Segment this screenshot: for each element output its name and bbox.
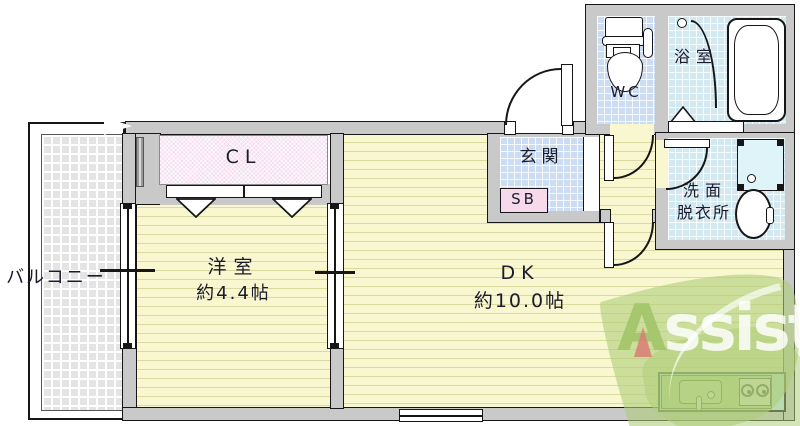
pan-corner-icon — [738, 184, 744, 190]
window-cut-mark — [100, 269, 155, 272]
washroom-label-line1: 洗面 — [682, 181, 727, 200]
entrance-step — [583, 137, 600, 211]
front-door-swing-icon — [505, 68, 561, 125]
bath-threshold — [668, 121, 744, 133]
window-cap — [123, 203, 132, 209]
washroom-label-line2: 脱衣所 — [676, 203, 731, 222]
closet-door-swing-icon — [272, 198, 312, 218]
western-room-area: 約4.4帖 — [196, 283, 271, 304]
balcony-label: バルコニー — [6, 267, 106, 288]
dk-area: 約10.0帖 — [473, 290, 567, 312]
wall-hall-a — [600, 209, 611, 223]
door-cut-mark — [315, 271, 355, 274]
wall-top-left — [125, 121, 505, 135]
toilet-bowl-icon — [607, 52, 643, 92]
washing-machine-pan-icon — [737, 139, 784, 191]
pan-corner-icon — [777, 140, 783, 146]
logo-letters-rest: ssist — [663, 292, 800, 366]
closet-area — [159, 135, 328, 185]
pan-corner-icon — [738, 140, 744, 146]
closet-door-swing-icon — [176, 198, 216, 218]
washroom-door-leaf — [664, 139, 710, 148]
washroom-door-opening — [656, 140, 668, 188]
drain-icon — [747, 174, 756, 183]
partition-door-rail — [334, 203, 336, 349]
shoe-box: SB — [500, 188, 548, 213]
balcony-window-rail — [127, 203, 129, 349]
western-room-label: 洋室 — [207, 256, 260, 278]
door-cap — [330, 343, 339, 349]
toilet-control-panel-icon — [643, 28, 653, 58]
wc-door-opening — [610, 124, 654, 135]
room-western-floor — [137, 198, 330, 409]
shoe-box-label: SB — [511, 190, 537, 208]
vanity-sink-icon — [735, 189, 772, 239]
wall-break-arrow-icon — [104, 117, 132, 135]
closet-label: CL — [225, 146, 262, 168]
pan-corner-icon — [777, 184, 783, 190]
window-cap — [123, 343, 132, 349]
front-door-leaf — [561, 64, 573, 126]
shower-fitting-icon — [677, 18, 687, 28]
vanity-faucet-icon — [766, 207, 774, 224]
pipe-duct — [136, 137, 144, 187]
kitchen-window-rail — [399, 414, 483, 417]
logo-red-accent-icon — [634, 327, 652, 357]
dk-label: DK — [500, 262, 540, 284]
wc-label: WC — [610, 83, 642, 101]
door-cap — [330, 203, 339, 209]
logo-wordmark: Assist — [617, 297, 800, 361]
closet-track-divider — [243, 185, 245, 198]
dk-door-leaf — [604, 222, 614, 268]
wc-door-leaf — [604, 135, 614, 181]
bathtub-inner-icon — [734, 25, 779, 115]
bathroom-label: 浴室 — [673, 47, 718, 66]
entrance-label: 玄関 — [519, 147, 564, 167]
